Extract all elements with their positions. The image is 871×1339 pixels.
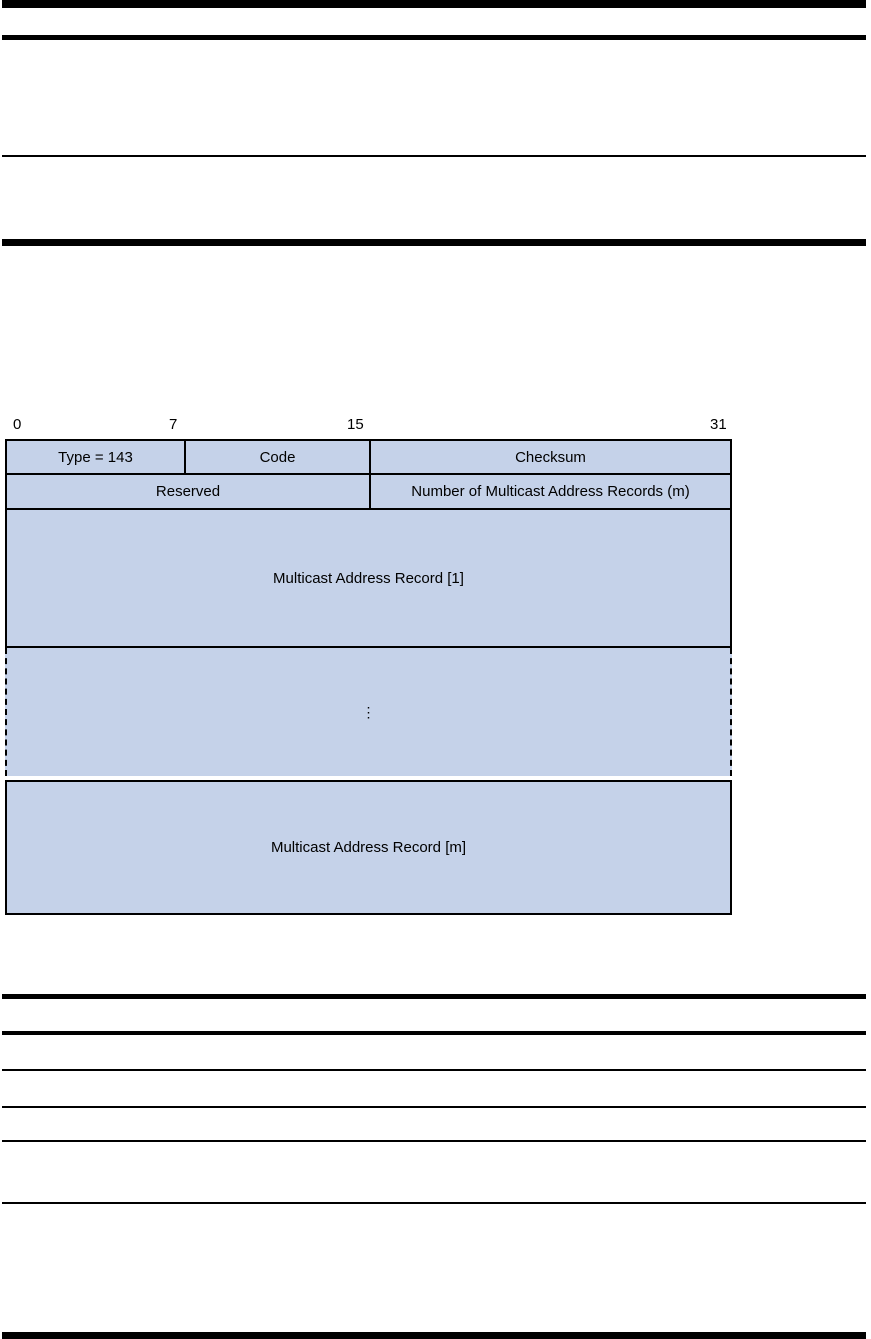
horizontal-rule xyxy=(2,239,866,246)
horizontal-rule xyxy=(2,1069,866,1071)
horizontal-rule xyxy=(2,1106,866,1108)
field-type: Type = 143 xyxy=(58,448,133,466)
diagram-row-record-continuation: ⋮ xyxy=(5,648,732,776)
diagram-row-record-1: Multicast Address Record [1] xyxy=(5,508,732,648)
bit-label-0: 0 xyxy=(13,416,22,433)
field-record-count: Number of Multicast Address Records (m) xyxy=(369,475,730,508)
diagram-row-reserved-count: Reserved Number of Multicast Address Rec… xyxy=(5,473,732,510)
horizontal-rule xyxy=(2,155,866,157)
field-code: Code xyxy=(184,441,369,473)
vertical-ellipsis: ⋮ xyxy=(361,703,376,720)
horizontal-rule xyxy=(2,994,866,999)
diagram-row-type-code-checksum: Type = 143 Code Checksum xyxy=(5,439,732,475)
horizontal-rule xyxy=(2,35,866,40)
field-checksum: Checksum xyxy=(369,441,730,473)
horizontal-rule xyxy=(2,1332,866,1339)
horizontal-rule xyxy=(2,1031,866,1035)
horizontal-rule xyxy=(2,0,866,8)
field-multicast-record-m: Multicast Address Record [m] xyxy=(270,839,467,856)
bit-label-15: 15 xyxy=(347,416,364,433)
horizontal-rule xyxy=(2,1140,866,1142)
field-multicast-record-1: Multicast Address Record [1] xyxy=(273,569,464,587)
bit-label-7: 7 xyxy=(169,416,178,433)
diagram-row-record-m: Multicast Address Record [m] xyxy=(5,780,732,915)
horizontal-rule xyxy=(2,1202,866,1204)
field-reserved: Reserved xyxy=(155,483,221,500)
bit-label-31: 31 xyxy=(710,416,727,433)
